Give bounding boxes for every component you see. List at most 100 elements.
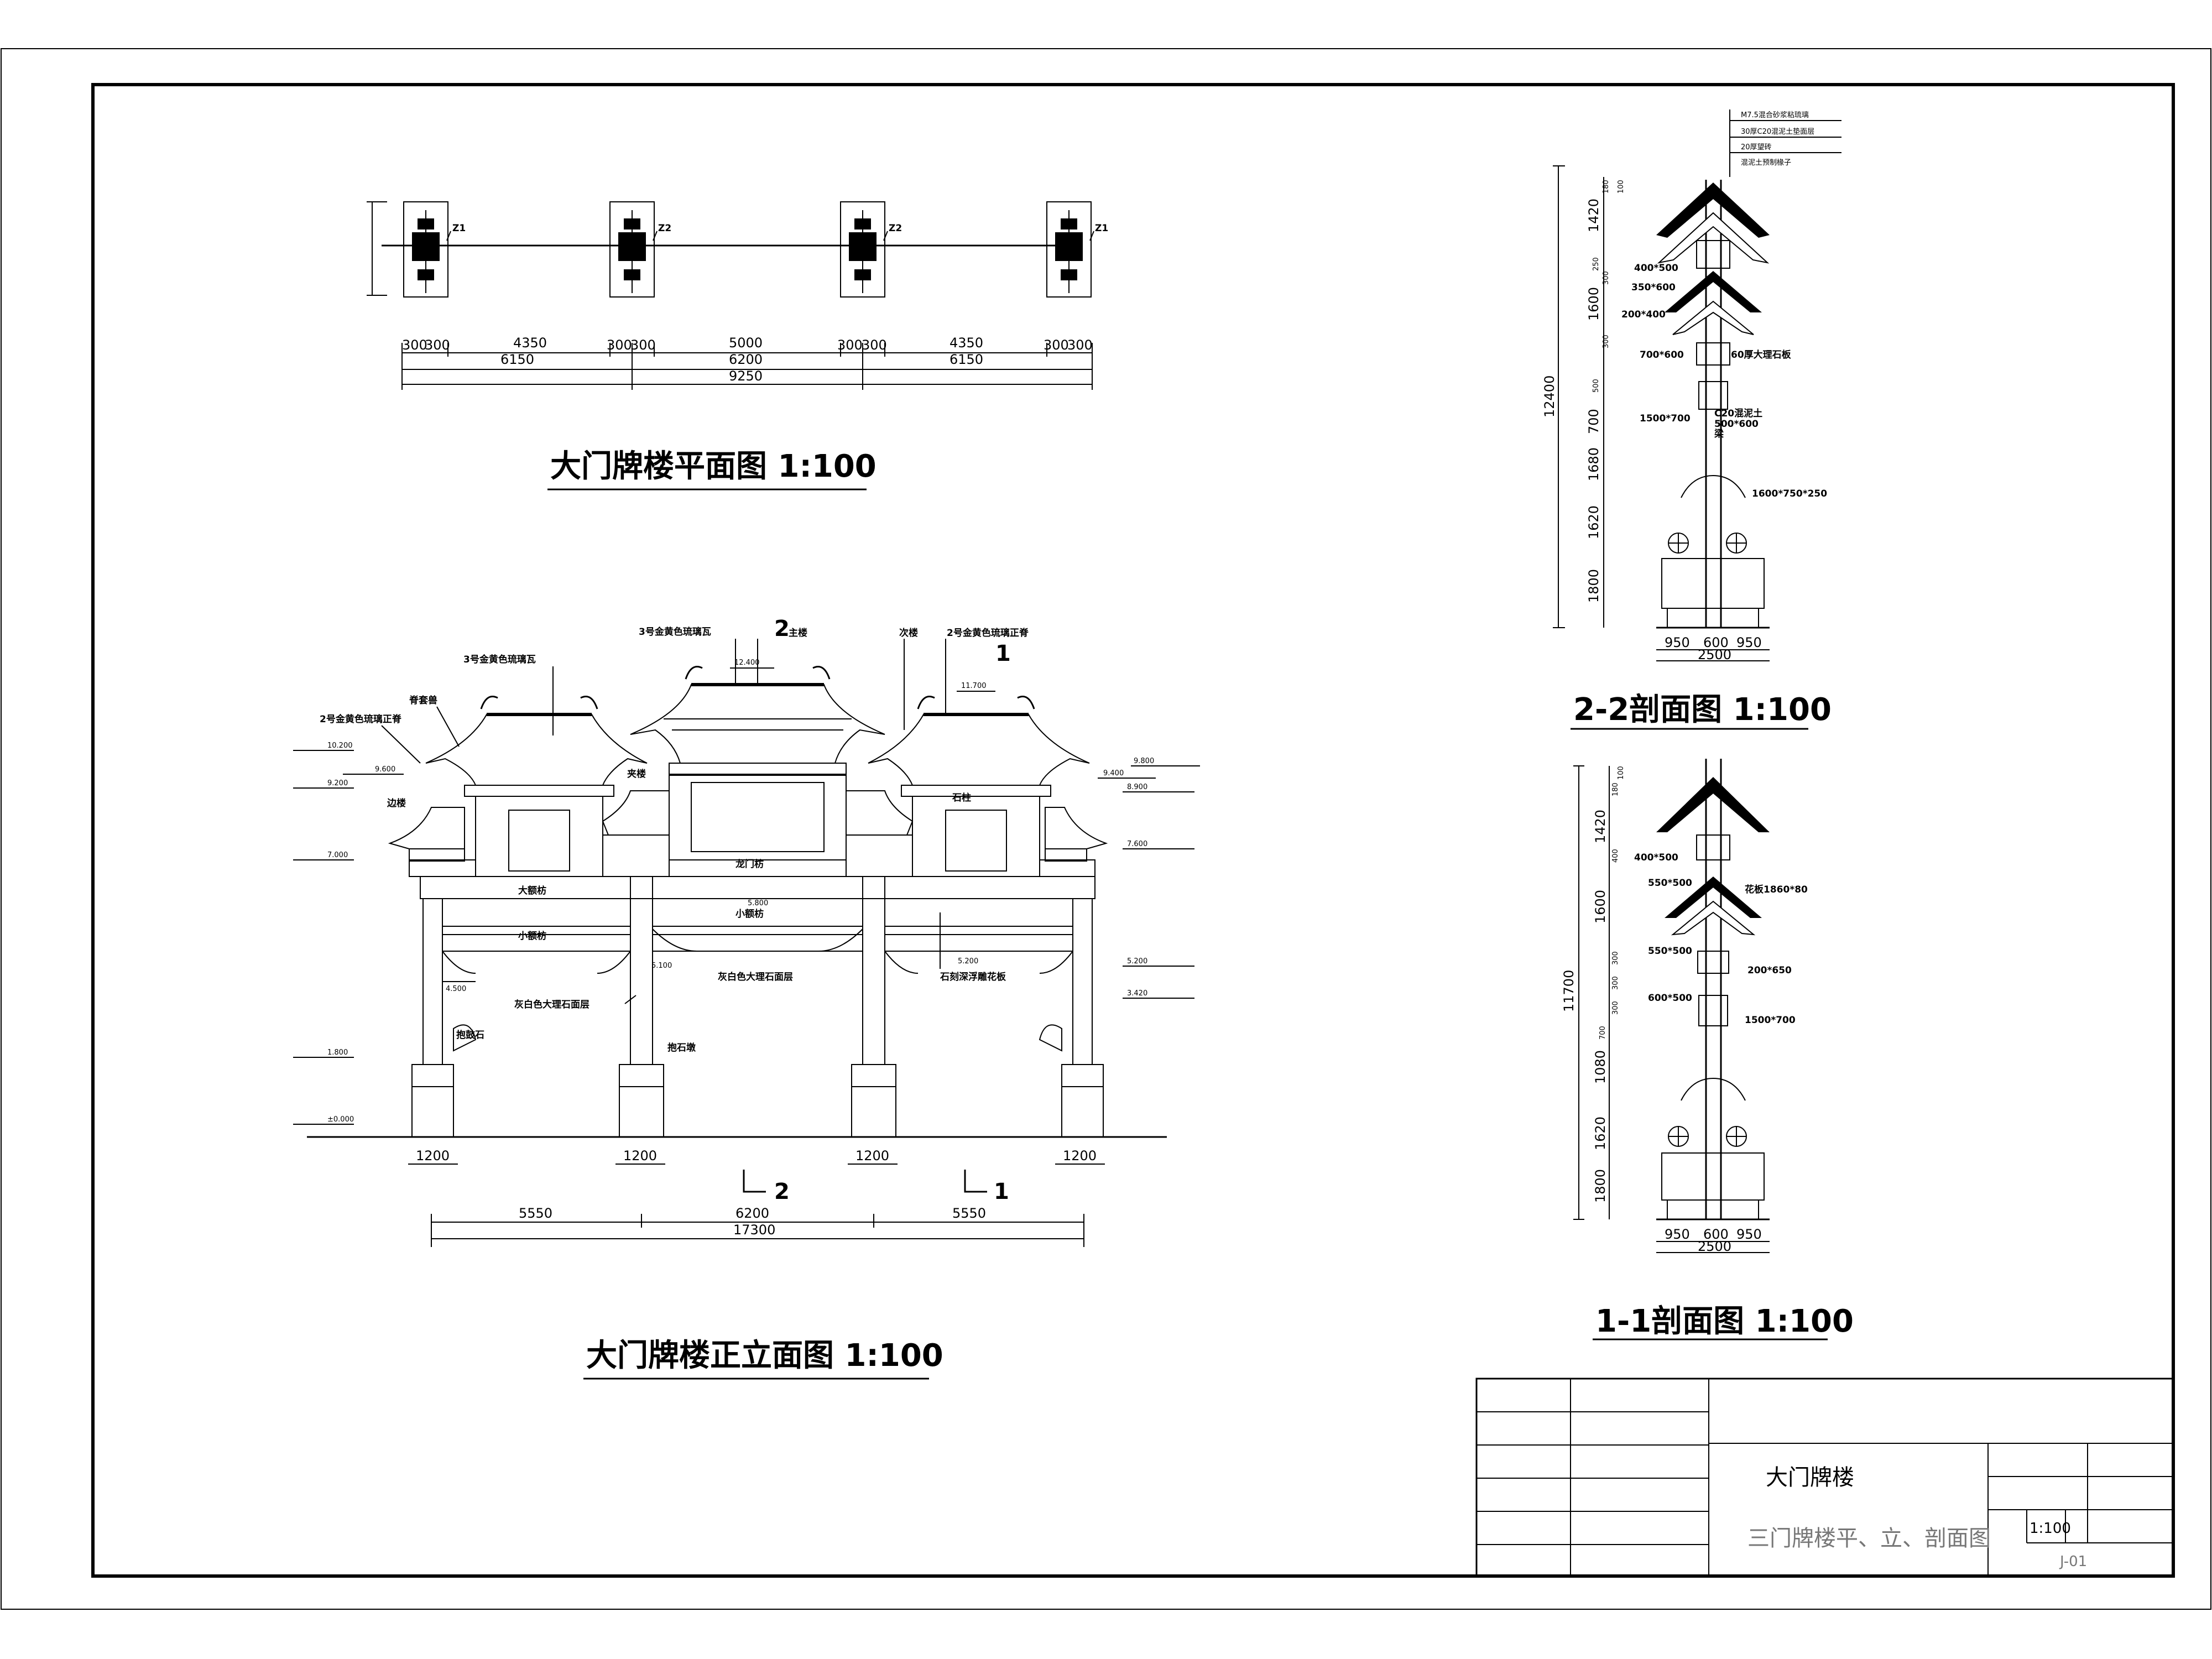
main-inscription-panel	[691, 782, 825, 852]
main-panel-wall	[669, 774, 847, 860]
sec22-label: 200*400	[1621, 309, 1666, 320]
sec22-vdim: 180	[1602, 180, 1610, 194]
label-secondary-tower: 次楼	[899, 627, 918, 639]
sec11-bottom-dim: 950	[1736, 1227, 1762, 1242]
label-ridge2-left: 2号金黄色琉璃正脊	[320, 713, 402, 725]
sec22-vdim: 100	[1617, 180, 1625, 194]
elev-marker: 3.420	[1127, 989, 1147, 998]
main-roof	[630, 666, 885, 776]
sec22-vdim: 1600	[1586, 287, 1601, 321]
label-jialou: 夹楼	[627, 768, 646, 780]
plan-dim-small: 300	[1067, 337, 1093, 353]
right-inscription-panel	[945, 810, 1007, 872]
label-main-tower: 主楼	[789, 627, 807, 639]
sec22-bottom-dim: 950	[1736, 635, 1762, 650]
elev-marker: 4.500	[446, 985, 466, 993]
plan-dim-row1: 4350	[950, 335, 983, 351]
label-baogu-stone: 抱鼓石	[456, 1029, 484, 1041]
plan-column-label: Z2	[658, 223, 671, 234]
sheet-trim-line	[1, 48, 2211, 1610]
sec11-vdim: 1080	[1593, 1050, 1608, 1084]
left-secondary-roof	[425, 696, 648, 797]
elev-marker: 9.600	[375, 765, 395, 774]
note-line: 混泥土预制椽子	[1741, 159, 1791, 167]
label-dae-fang: 大额枋	[518, 885, 546, 896]
sec22-vdim: 1680	[1586, 447, 1601, 481]
sec11-bottom-dim: 600	[1703, 1227, 1729, 1242]
section-marker-1-top: 1	[995, 641, 1011, 666]
sec22-label: 1500*700	[1640, 413, 1691, 424]
jialou-right-roof	[846, 790, 914, 836]
right-edge-roof	[1045, 807, 1108, 862]
small-architrave-right	[884, 934, 1073, 952]
col-width-dim: 1200	[1063, 1148, 1097, 1164]
sec22-vdim: 700	[1586, 409, 1601, 434]
plan-dim-row1: 4350	[513, 335, 547, 351]
plan-dim-row2: 6200	[729, 352, 763, 367]
plan-view: Z1 Z2 Z2 Z1	[367, 201, 1108, 491]
section22-vertical-dims: 12400 100 180 1420 250 300 1600 300 500 …	[1542, 165, 1625, 628]
sec11-label: 1500*700	[1745, 1015, 1796, 1026]
elev-marker: 5.200	[958, 957, 978, 966]
plan-dim-small: 300	[1044, 337, 1069, 353]
drawing-scale: 1:100	[2030, 1520, 2071, 1537]
jialou-left-roof	[602, 790, 670, 836]
plan-dim-small: 300	[402, 337, 427, 353]
right-upper-wall	[912, 796, 1040, 877]
sec22-label: C20混泥土	[1714, 408, 1762, 419]
section-1-1: 400*500 550*500 花板1860*80 550*500 200*65…	[1561, 759, 1854, 1340]
label-tile3-mid: 3号金黄色琉璃瓦	[639, 626, 711, 638]
elev-marker: 12.400	[734, 659, 760, 667]
sec22-vdim: 1420	[1586, 199, 1601, 232]
elev-marker: 1.800	[327, 1048, 348, 1057]
plan-column-label: Z1	[1095, 223, 1108, 234]
sec11-vdim: 300	[1611, 976, 1620, 990]
sec11-vdim: 400	[1611, 849, 1620, 863]
left-upper-wall	[475, 796, 603, 877]
plan-dim-row1: 5000	[729, 335, 763, 351]
elev-marker: 8.900	[1127, 783, 1147, 791]
drawing-name: 三门牌楼平、立、剖面图	[1747, 1526, 1991, 1551]
sec11-vdim: 1800	[1593, 1169, 1608, 1203]
plan-dim-row2: 6150	[950, 352, 983, 367]
elev-marker: 5.100	[651, 962, 672, 970]
sec11-vdim: 700	[1599, 1026, 1607, 1040]
section11-title: 1-1剖面图 1:100	[1595, 1303, 1854, 1339]
section-marker-2-top: 2	[774, 616, 790, 641]
label-bianlou: 边楼	[387, 797, 406, 809]
plan-column-label: Z2	[889, 223, 902, 234]
sec22-total-dim: 12400	[1542, 375, 1557, 418]
label-carved-panel: 石刻深浮雕花板	[940, 971, 1006, 983]
elev-marker: 5.200	[1127, 957, 1147, 966]
note-line: 20厚望砖	[1741, 143, 1772, 152]
big-architrave-right	[884, 898, 1073, 927]
sec11-label: 200*650	[1747, 965, 1792, 976]
note-line: M7.5混合砂浆粘琉璃	[1741, 111, 1809, 119]
elev-marker: 11.700	[961, 682, 987, 690]
elev-dim-row1: 5550	[519, 1206, 552, 1221]
elevation-markers-right: 9.800 9.400 8.900 7.600 5.200 3.420	[1098, 757, 1200, 999]
section22-notes: M7.5混合砂浆粘琉璃 30厚C20混泥土垫面层 20厚望砖 混泥土预制椽子	[1729, 109, 1841, 177]
elev-marker: 7.600	[1127, 840, 1147, 848]
sec11-label: 550*500	[1648, 878, 1692, 889]
elevation-markers-left: 10.200 9.600 9.200 7.000 4.500 1.800 ±0.…	[293, 742, 476, 1125]
elev-marker: 10.200	[327, 742, 353, 750]
sec22-vdim: 250	[1592, 257, 1600, 271]
sec22-bottom-total: 2500	[1698, 647, 1731, 662]
note-line: 30厚C20混泥土垫面层	[1741, 127, 1814, 136]
elevation-title: 大门牌楼正立面图 1:100	[586, 1338, 943, 1374]
elev-marker: 9.200	[327, 779, 348, 787]
label-tile3-left: 3号金黄色琉璃瓦	[463, 654, 536, 665]
sec22-label: 400*500	[1634, 263, 1678, 274]
section-2-2: M7.5混合砂浆粘琉璃 30厚C20混泥土垫面层 20厚望砖 混泥土预制椽子 4…	[1542, 109, 1841, 730]
plan-dim-total: 9250	[729, 368, 763, 384]
sec22-label: 梁	[1714, 428, 1724, 440]
plan-dimensions: 300 300 300 300 300 300 300 300 4350 500…	[401, 335, 1093, 390]
elev-marker: 9.800	[1134, 757, 1154, 765]
plan-dim-small: 300	[837, 337, 863, 353]
sec11-bottom-total: 2500	[1698, 1239, 1731, 1254]
plan-dim-small: 300	[425, 337, 450, 353]
sec22-vdim: 1800	[1586, 569, 1601, 603]
label-baoshi-dun: 抱石墩	[667, 1042, 696, 1053]
elev-marker: 5.800	[748, 899, 768, 907]
